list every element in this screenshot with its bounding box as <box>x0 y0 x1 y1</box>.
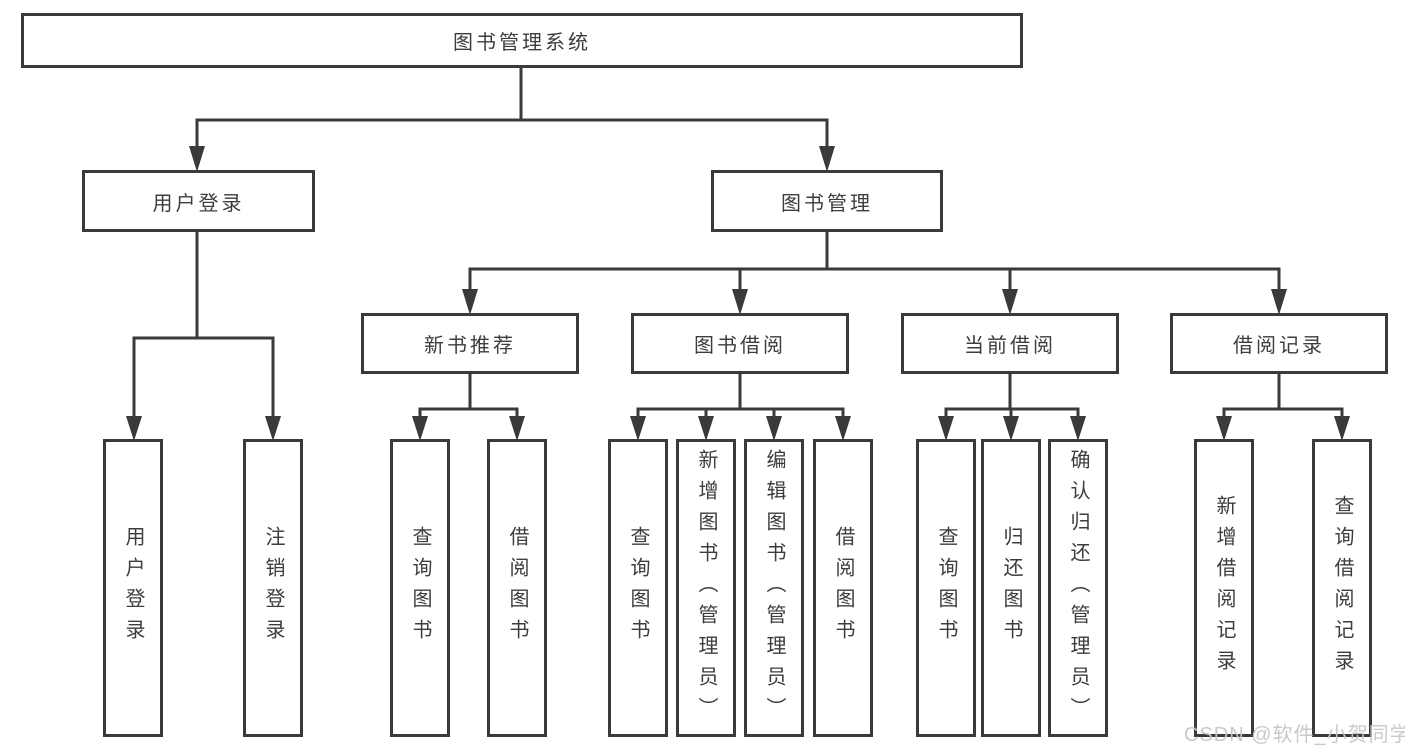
leaf-confirm-return-admin-label: 确认归还（管理员） <box>1067 448 1089 728</box>
leaf-recommend-query-books-label: 查询图书 <box>409 526 431 650</box>
arrowhead <box>1216 416 1232 441</box>
node-user-login: 用户登录 <box>82 170 315 232</box>
node-root-label: 图书管理系统 <box>453 32 591 54</box>
leaf-query-borrow-record: 查询借阅记录 <box>1312 439 1372 737</box>
arrowhead <box>1070 416 1086 441</box>
arrowhead <box>732 289 748 315</box>
node-borrow-records-label: 借阅记录 <box>1233 335 1325 357</box>
leaf-return-books-label: 归还图书 <box>1000 526 1022 650</box>
arrowhead <box>698 416 714 441</box>
leaf-return-books: 归还图书 <box>981 439 1041 737</box>
arrowhead <box>412 416 428 441</box>
arrowhead <box>835 416 851 441</box>
arrowhead <box>265 416 281 441</box>
node-borrow-records: 借阅记录 <box>1170 313 1388 374</box>
leaf-logout-label: 注销登录 <box>262 526 284 650</box>
leaf-logout: 注销登录 <box>243 439 303 737</box>
node-book-management: 图书管理 <box>711 170 943 232</box>
node-book-borrow-label: 图书借阅 <box>694 335 786 357</box>
arrowhead <box>766 416 782 441</box>
leaf-borrow-books-label: 借阅图书 <box>832 526 854 650</box>
leaf-user-login-label: 用户登录 <box>122 526 144 650</box>
leaf-borrow-query-books-label: 查询图书 <box>627 526 649 650</box>
arrowhead <box>1003 416 1019 441</box>
leaf-user-login: 用户登录 <box>103 439 163 737</box>
node-current-borrow-label: 当前借阅 <box>964 335 1056 357</box>
leaf-recommend-borrow-books-label: 借阅图书 <box>506 526 528 650</box>
node-root: 图书管理系统 <box>21 13 1023 68</box>
leaf-add-borrow-record: 新增借阅记录 <box>1194 439 1254 737</box>
leaf-recommend-borrow-books: 借阅图书 <box>487 439 547 737</box>
arrowhead <box>1271 289 1287 315</box>
leaf-current-query-books-label: 查询图书 <box>935 526 957 650</box>
arrowhead <box>189 146 205 172</box>
node-user-login-label: 用户登录 <box>152 192 245 215</box>
node-new-book-recommend-label: 新书推荐 <box>424 335 516 357</box>
arrowhead <box>938 416 954 441</box>
leaf-borrow-query-books: 查询图书 <box>608 439 668 737</box>
leaf-query-borrow-record-label: 查询借阅记录 <box>1331 495 1353 681</box>
node-book-management-label: 图书管理 <box>781 192 873 215</box>
node-book-borrow: 图书借阅 <box>631 313 849 374</box>
arrowhead <box>630 416 646 441</box>
node-new-book-recommend: 新书推荐 <box>361 313 579 374</box>
arrowhead <box>1002 289 1018 315</box>
leaf-add-books-admin-label: 新增图书（管理员） <box>695 448 717 728</box>
leaf-borrow-books: 借阅图书 <box>813 439 873 737</box>
arrowhead <box>509 416 525 441</box>
arrowhead <box>819 146 835 172</box>
leaf-recommend-query-books: 查询图书 <box>390 439 450 737</box>
leaf-edit-books-admin: 编辑图书（管理员） <box>744 439 804 737</box>
leaf-edit-books-admin-label: 编辑图书（管理员） <box>763 448 785 728</box>
leaf-add-borrow-record-label: 新增借阅记录 <box>1213 495 1235 681</box>
leaf-confirm-return-admin: 确认归还（管理员） <box>1048 439 1108 737</box>
leaf-current-query-books: 查询图书 <box>916 439 976 737</box>
leaf-add-books-admin: 新增图书（管理员） <box>676 439 736 737</box>
csdn-watermark: CSDN @软件_小贺同学 <box>1184 724 1405 746</box>
node-current-borrow: 当前借阅 <box>901 313 1119 374</box>
arrowhead <box>126 416 142 441</box>
arrowhead <box>1334 416 1350 441</box>
arrowhead <box>462 289 478 315</box>
